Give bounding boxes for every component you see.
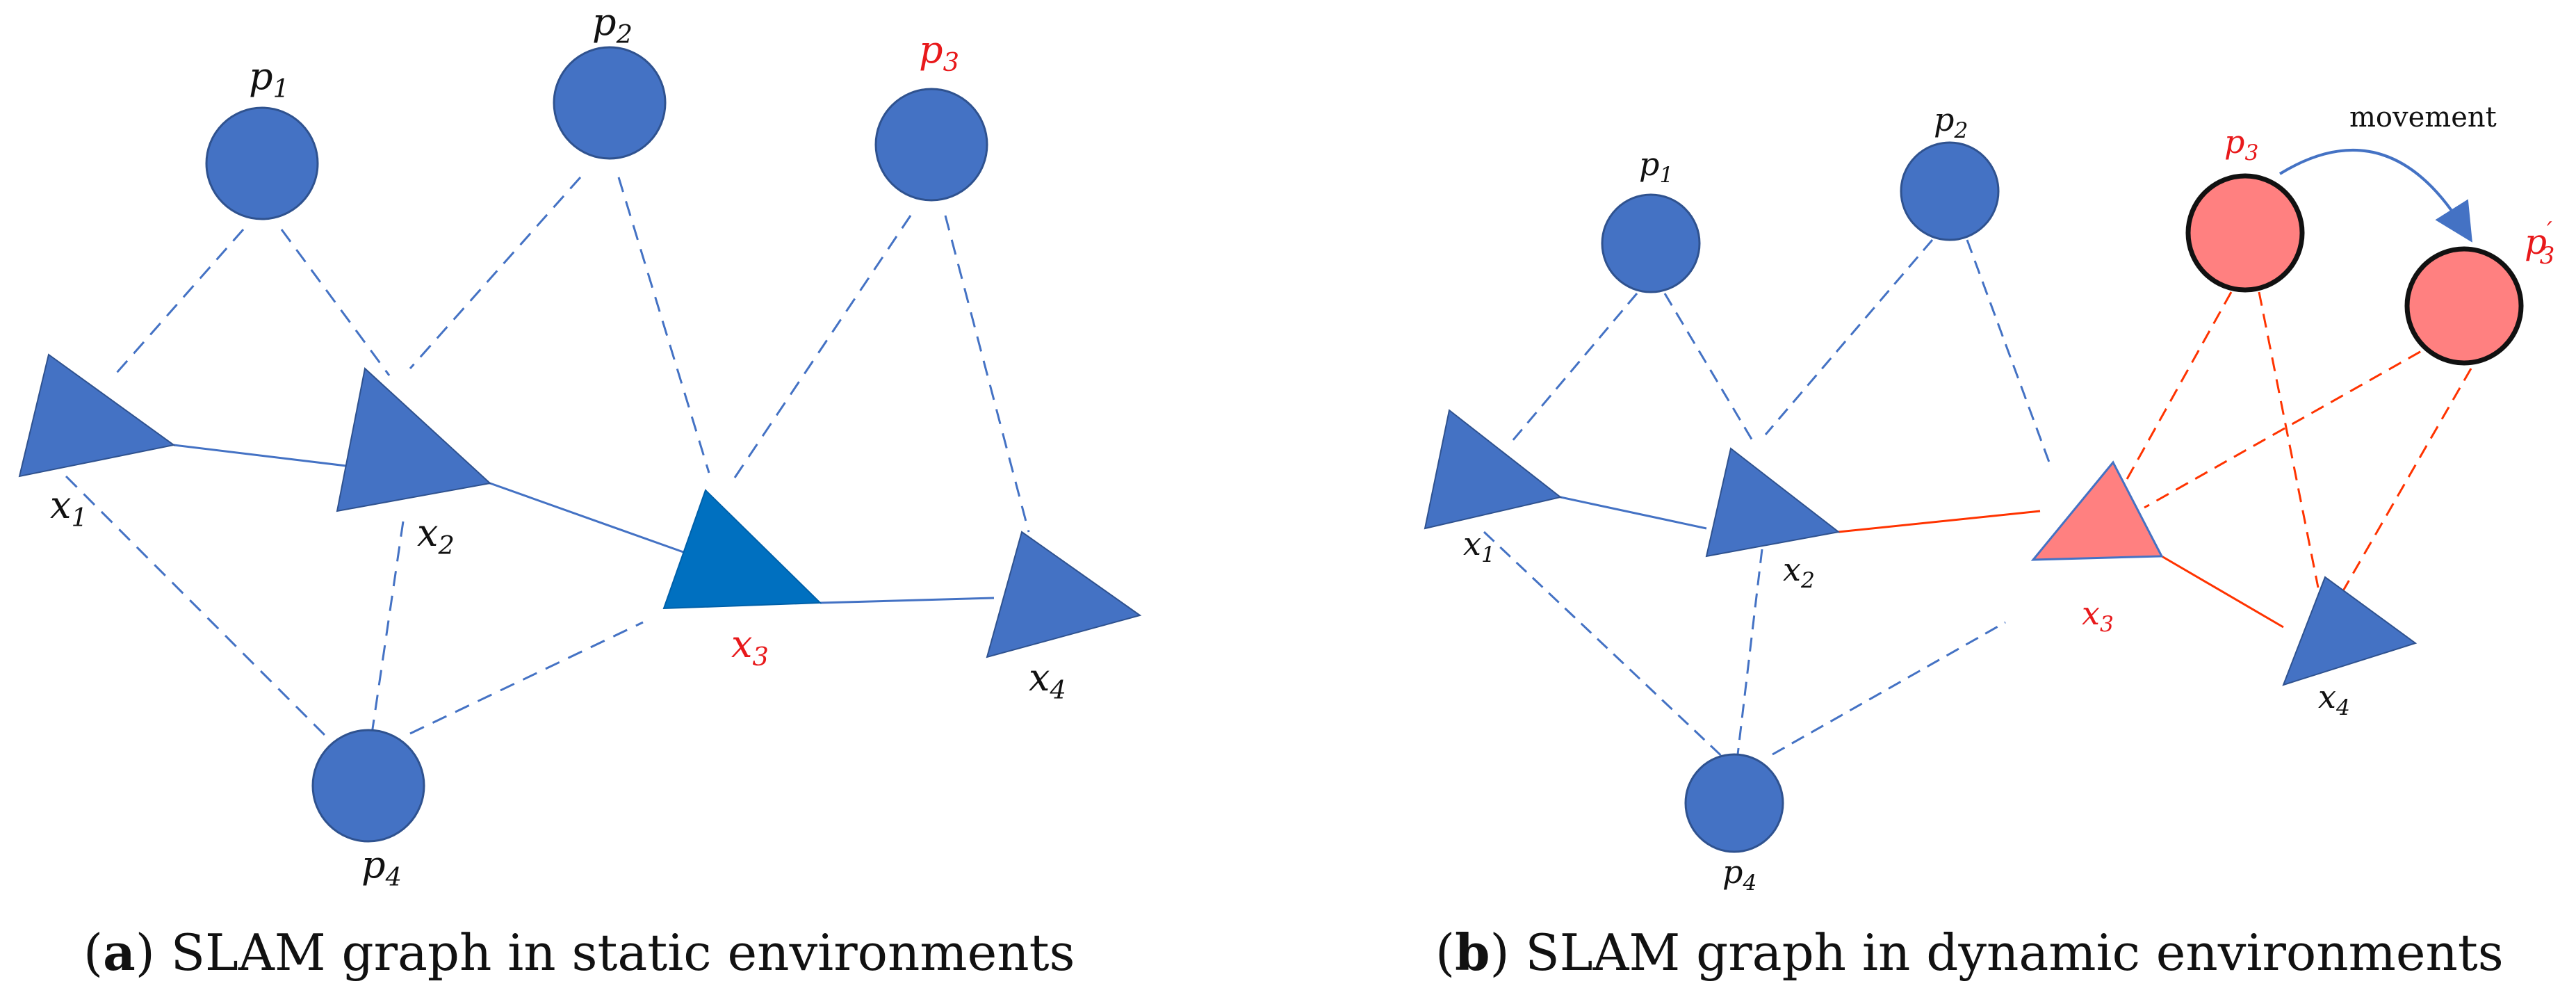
pose-x2-triangle-b bbox=[1705, 447, 1841, 558]
landmark-p2 bbox=[553, 46, 667, 160]
pose-x2-triangle bbox=[336, 367, 492, 512]
label-x1: x1 bbox=[50, 483, 88, 533]
panel-a: p1 p2 p3 p4 x1 x2 x3 x4 (a) SLAM graph i… bbox=[18, 0, 1142, 982]
panel-b: movement p1 p2 p3 p′3 p4 x1 x2 x3 x4 (b)… bbox=[1424, 101, 2554, 982]
label-p4: p4 bbox=[361, 843, 402, 892]
label-p4-b: p4 bbox=[1722, 853, 1756, 896]
label-p3: p3 bbox=[919, 28, 959, 77]
label-p3-b: p3 bbox=[2224, 123, 2258, 165]
landmark-p4 bbox=[311, 729, 425, 843]
pose-x1-triangle-b bbox=[1424, 409, 1563, 530]
panel-a-caption: (a) SLAM graph in static environments bbox=[83, 923, 1075, 982]
landmark-p4-b bbox=[1684, 753, 1784, 853]
panel-b-dynamic-edges bbox=[2112, 291, 2472, 599]
landmark-p1-b bbox=[1601, 193, 1701, 293]
label-p2-b: p2 bbox=[1934, 101, 1968, 143]
pose-x4-triangle-b bbox=[2282, 576, 2418, 686]
movement-label: movement bbox=[2349, 102, 2497, 134]
panel-b-caption: (b) SLAM graph in dynamic environments bbox=[1435, 923, 2504, 982]
label-x3-b: x3 bbox=[2082, 594, 2114, 637]
panel-b-observation-edges bbox=[1483, 239, 2052, 763]
landmark-p2-b bbox=[1900, 141, 2000, 241]
label-p1-b: p1 bbox=[1639, 145, 1673, 188]
pose-x1-triangle bbox=[18, 353, 176, 478]
pose-x4-triangle bbox=[986, 531, 1142, 658]
label-p2: p2 bbox=[592, 0, 633, 49]
pose-x3-triangle bbox=[662, 489, 822, 610]
movement-arrow bbox=[2279, 148, 2472, 243]
landmark-p3-prime-b bbox=[2404, 246, 2524, 366]
label-x3: x3 bbox=[731, 622, 769, 672]
landmark-p3-b bbox=[2185, 173, 2305, 293]
landmark-p1 bbox=[205, 106, 319, 220]
label-x2-b: x2 bbox=[1783, 551, 1815, 593]
pose-x3-triangle-b bbox=[2030, 460, 2164, 561]
label-x2: x2 bbox=[417, 511, 455, 560]
label-p3-prime-b: p′3 bbox=[2525, 217, 2554, 270]
label-x4-b: x4 bbox=[2318, 678, 2350, 720]
landmark-p3 bbox=[874, 88, 988, 202]
panel-a-observation-edges bbox=[65, 177, 1030, 738]
label-x1-b: x1 bbox=[1463, 525, 1495, 567]
label-p1: p1 bbox=[249, 54, 289, 104]
panel-a-odometry-edges bbox=[173, 444, 995, 604]
label-x4: x4 bbox=[1029, 656, 1066, 705]
panel-b-odometry-edges bbox=[1560, 496, 2284, 629]
